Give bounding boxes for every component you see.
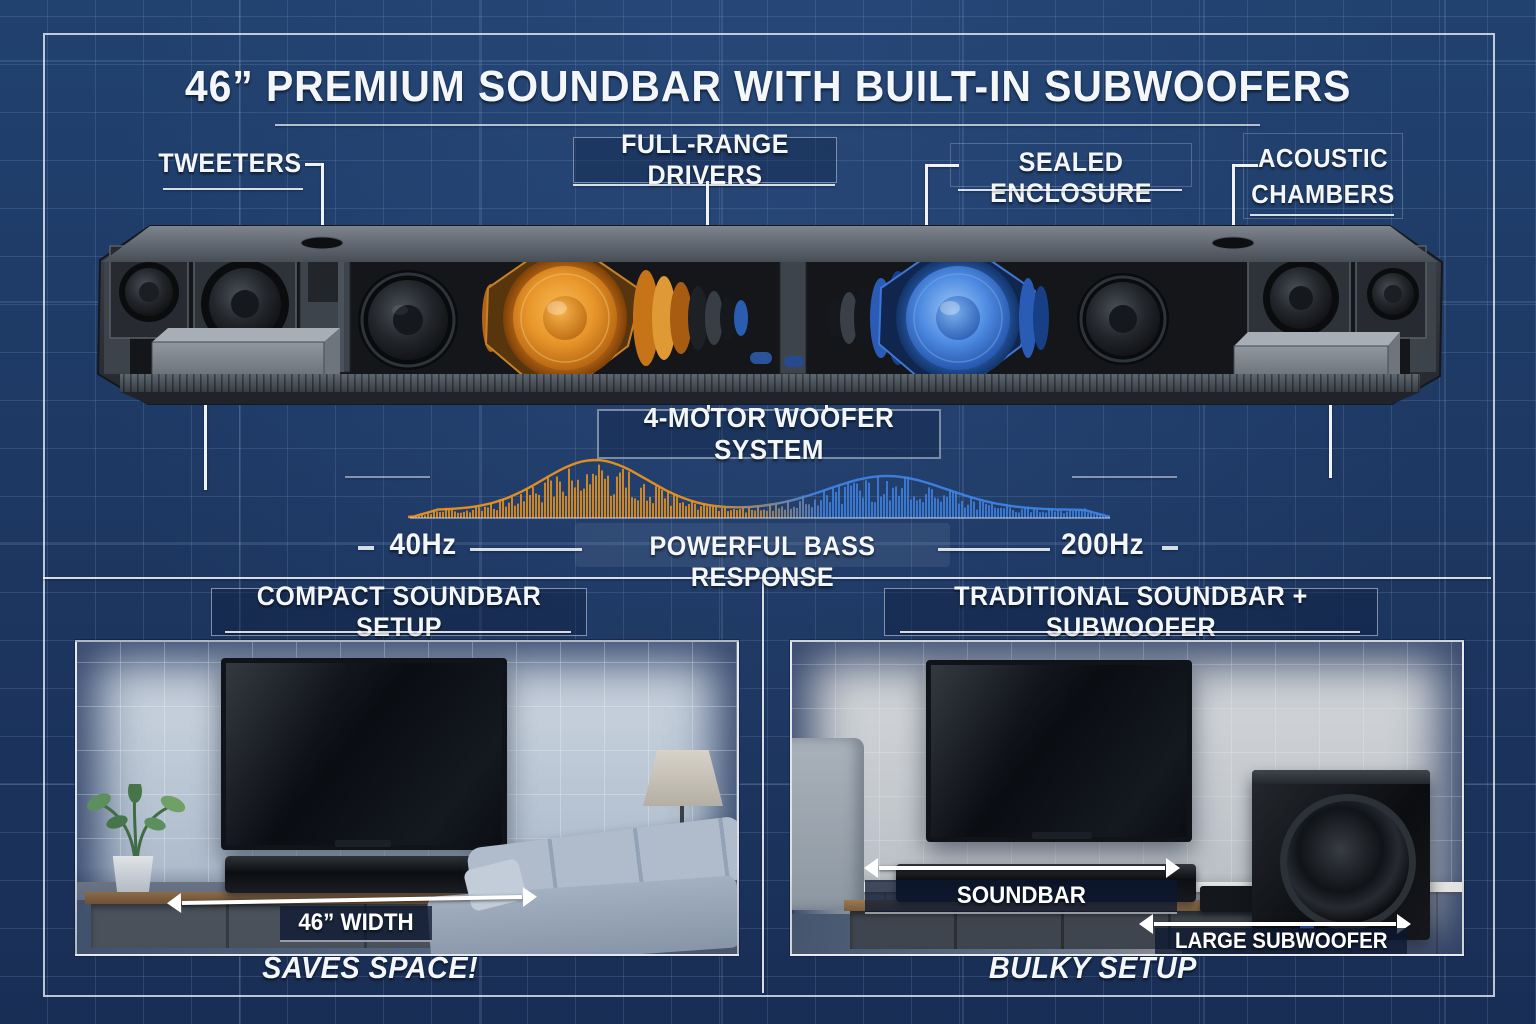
full-range-driver-left — [358, 270, 458, 370]
right-caption: BULKY SETUP — [988, 950, 1197, 985]
title-underline — [275, 124, 1260, 126]
connector-line — [1329, 372, 1332, 478]
bass-label-glow — [575, 523, 950, 567]
waveform-side-tick — [1072, 476, 1177, 478]
compact-soundbar — [225, 856, 497, 893]
compact-setup-photo: 46” WIDTH — [75, 640, 739, 956]
callout-woofer-system: 4-MOTOR WOOFER SYSTEM — [597, 402, 941, 465]
bass-response-label: POWERFUL BASS RESPONSE — [649, 531, 876, 592]
callout-sealed-enclosure: SEALED ENCLOSURE — [950, 143, 1192, 208]
freq-low: 40Hz — [389, 528, 457, 561]
tv-stand — [335, 840, 391, 847]
orange-woofer — [482, 254, 748, 382]
tv-screen — [926, 660, 1192, 842]
subwoofer-band: LARGE SUBWOOFER — [1155, 928, 1407, 954]
tweeters-underline — [163, 188, 303, 190]
connector-line — [321, 163, 324, 239]
traditional-setup-photo: SOUNDBAR LARGE SUBWOOFER — [790, 640, 1464, 956]
waveform-side-tick — [345, 476, 430, 478]
center-brace — [750, 243, 807, 375]
full-range-underline — [573, 184, 835, 186]
acoustic-underline — [1250, 214, 1394, 216]
connector-line — [925, 164, 928, 265]
callout-tweeters: TWEETERS — [158, 148, 302, 178]
potted-plant — [87, 784, 186, 863]
right-heading-underline — [900, 631, 1360, 633]
outer-frame — [43, 33, 1495, 997]
freq-high: 200Hz — [1061, 528, 1145, 561]
callout-full-range-drivers: FULL-RANGE DRIVERS — [573, 129, 837, 190]
tv-screen — [221, 658, 507, 850]
floor-lamp-shade — [643, 750, 723, 806]
subwoofer-label: LARGE SUBWOOFER — [1174, 928, 1388, 953]
sealed-underline — [958, 189, 1182, 191]
subwoofer-logo — [1300, 924, 1314, 929]
left-heading-underline — [225, 631, 571, 633]
width-label: 46” WIDTH — [298, 909, 414, 936]
bass-response-waveform — [407, 458, 1111, 519]
soundbar-label: SOUNDBAR — [956, 882, 1086, 909]
rule — [938, 548, 1050, 551]
waveform-envelope — [407, 458, 1111, 519]
left-panel-heading: COMPACT SOUNDBAR SETUP — [211, 581, 587, 642]
section-divider-vertical — [762, 579, 764, 993]
tweeter-port-hole — [300, 236, 344, 250]
dash — [358, 546, 374, 550]
soundbar-arrow — [864, 858, 1180, 878]
subwoofer-arrow — [1139, 914, 1411, 934]
connector-line — [1232, 164, 1235, 240]
connector-line — [706, 181, 709, 259]
right-panel-heading: TRADITIONAL SOUNDBAR + SUBWOOFER — [884, 581, 1378, 642]
connector-line — [1234, 164, 1258, 167]
blue-woofer — [827, 254, 1049, 382]
dash — [1162, 546, 1178, 550]
soundbar-cutaway-illustration — [96, 225, 1444, 405]
tweeter-port-hole — [1211, 236, 1255, 250]
section-divider-horizontal — [43, 577, 1491, 579]
armchair — [792, 738, 864, 910]
soundbar-band: SOUNDBAR — [865, 880, 1177, 914]
subwoofer-top-face — [1252, 770, 1430, 784]
connector-line — [927, 164, 959, 167]
waveform-spikes — [407, 458, 1111, 519]
callout-acoustic-chambers: ACOUSTIC CHAMBERS — [1243, 133, 1403, 219]
connector-line — [204, 372, 207, 490]
subwoofer-driver — [1280, 794, 1416, 930]
page-title: 46” PREMIUM SOUNDBAR WITH BUILT-IN SUBWO… — [184, 62, 1352, 111]
width-band: 46” WIDTH — [280, 906, 432, 942]
soundbar-top-face — [102, 226, 1438, 262]
tv-stand — [1032, 832, 1092, 839]
rule — [470, 548, 582, 551]
connector-line — [305, 163, 324, 166]
full-range-driver-right — [1077, 273, 1169, 365]
left-caption: SAVES SPACE! — [262, 950, 478, 985]
